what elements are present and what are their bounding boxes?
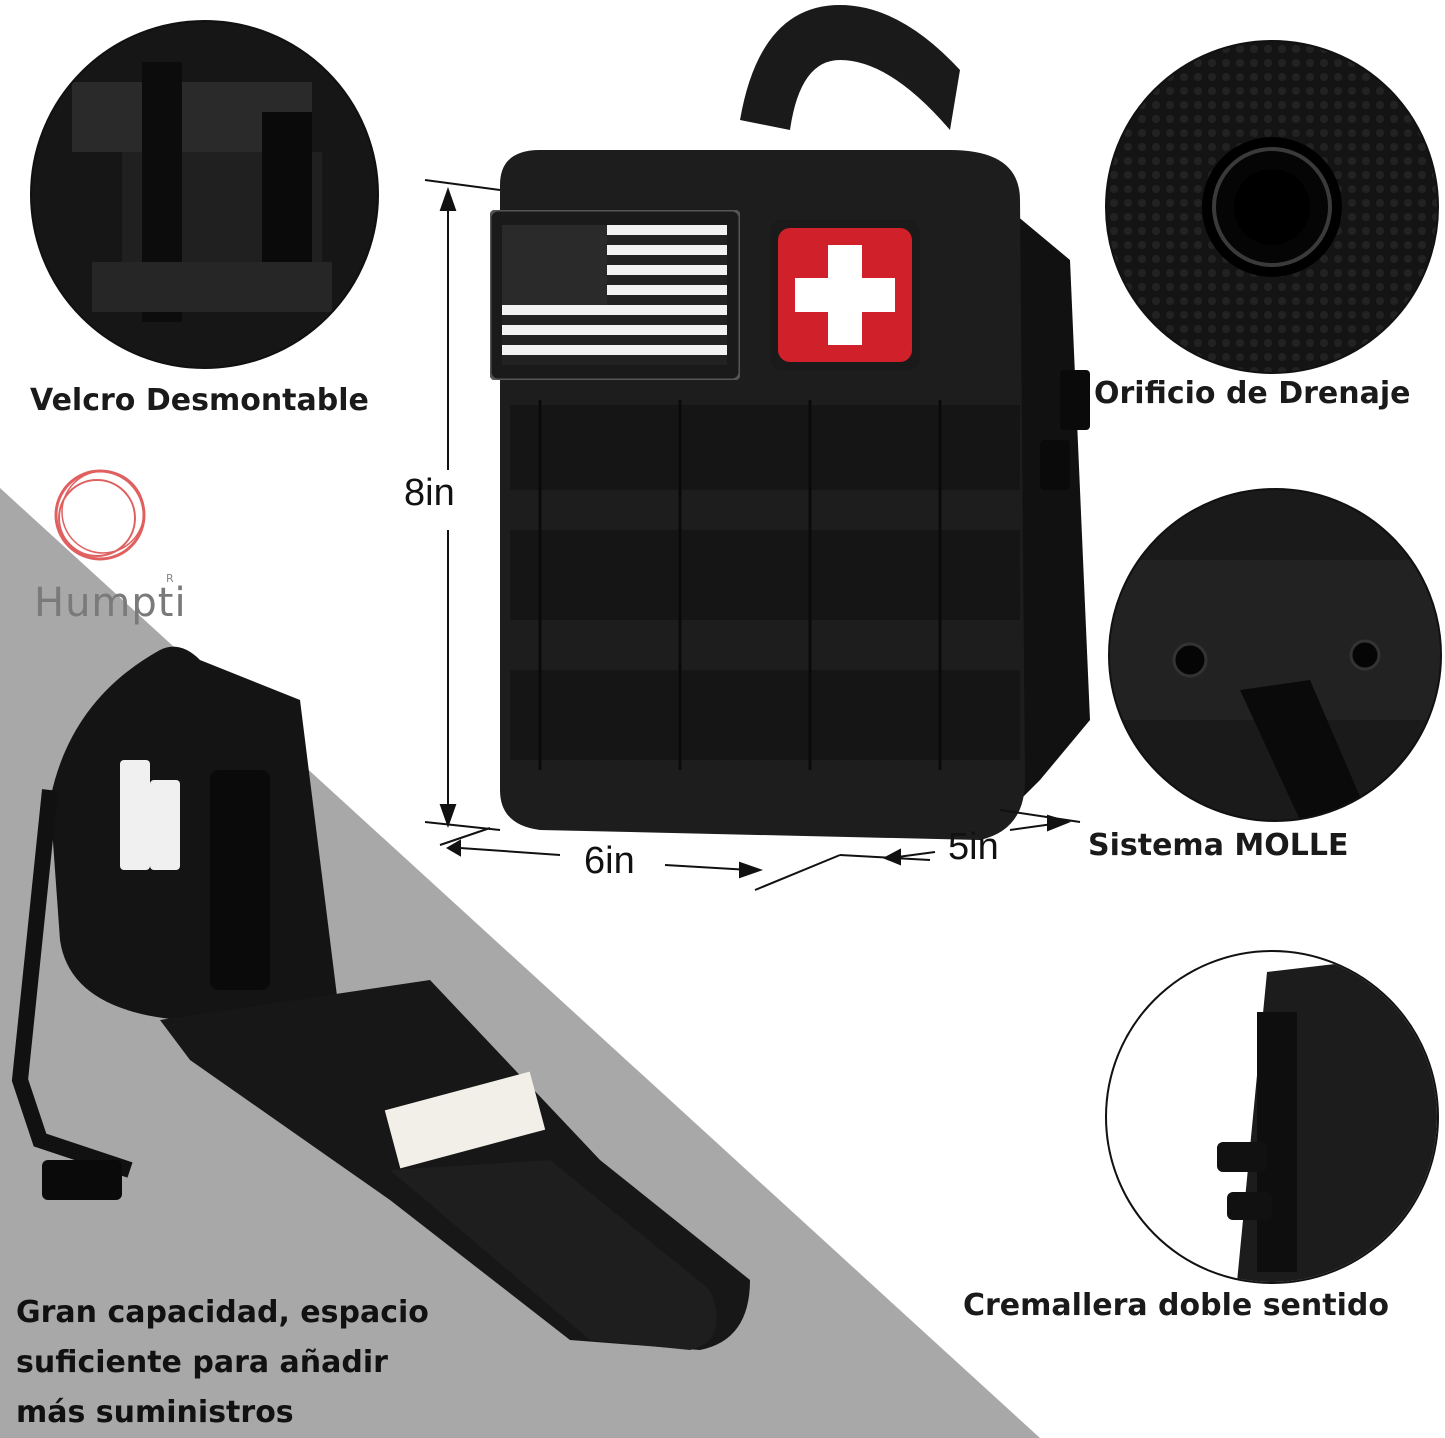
drain-label: Orificio de Drenaje	[1094, 376, 1411, 411]
registered-mark: R	[166, 572, 174, 585]
brand-name: Humpti	[34, 580, 187, 626]
molle-detail-circle	[1108, 488, 1442, 822]
velcro-detail-circle	[30, 20, 379, 369]
capacity-caption: Gran capacidad, espacio suficiente para …	[16, 1288, 429, 1438]
us-flag-patch-icon	[490, 210, 740, 380]
medical-cross-patch-icon	[770, 220, 920, 370]
drain-detail-circle	[1105, 40, 1439, 374]
zipper-detail-circle	[1105, 950, 1439, 1284]
zipper-label: Cremallera doble sentido	[963, 1288, 1389, 1323]
capacity-line-1: Gran capacidad, espacio	[16, 1295, 429, 1330]
velcro-label: Velcro Desmontable	[30, 383, 369, 418]
width-dimension-label: 6in	[584, 840, 635, 882]
brand-logo-ring-icon	[54, 469, 146, 561]
capacity-line-2: suficiente para añadir	[16, 1345, 388, 1380]
open-bag-illustration	[11, 646, 750, 1350]
height-dimension-label: 8in	[404, 472, 455, 514]
capacity-line-3: más suministros	[16, 1395, 294, 1430]
depth-dimension-label: 5in	[948, 826, 999, 868]
molle-label: Sistema MOLLE	[1088, 828, 1349, 863]
